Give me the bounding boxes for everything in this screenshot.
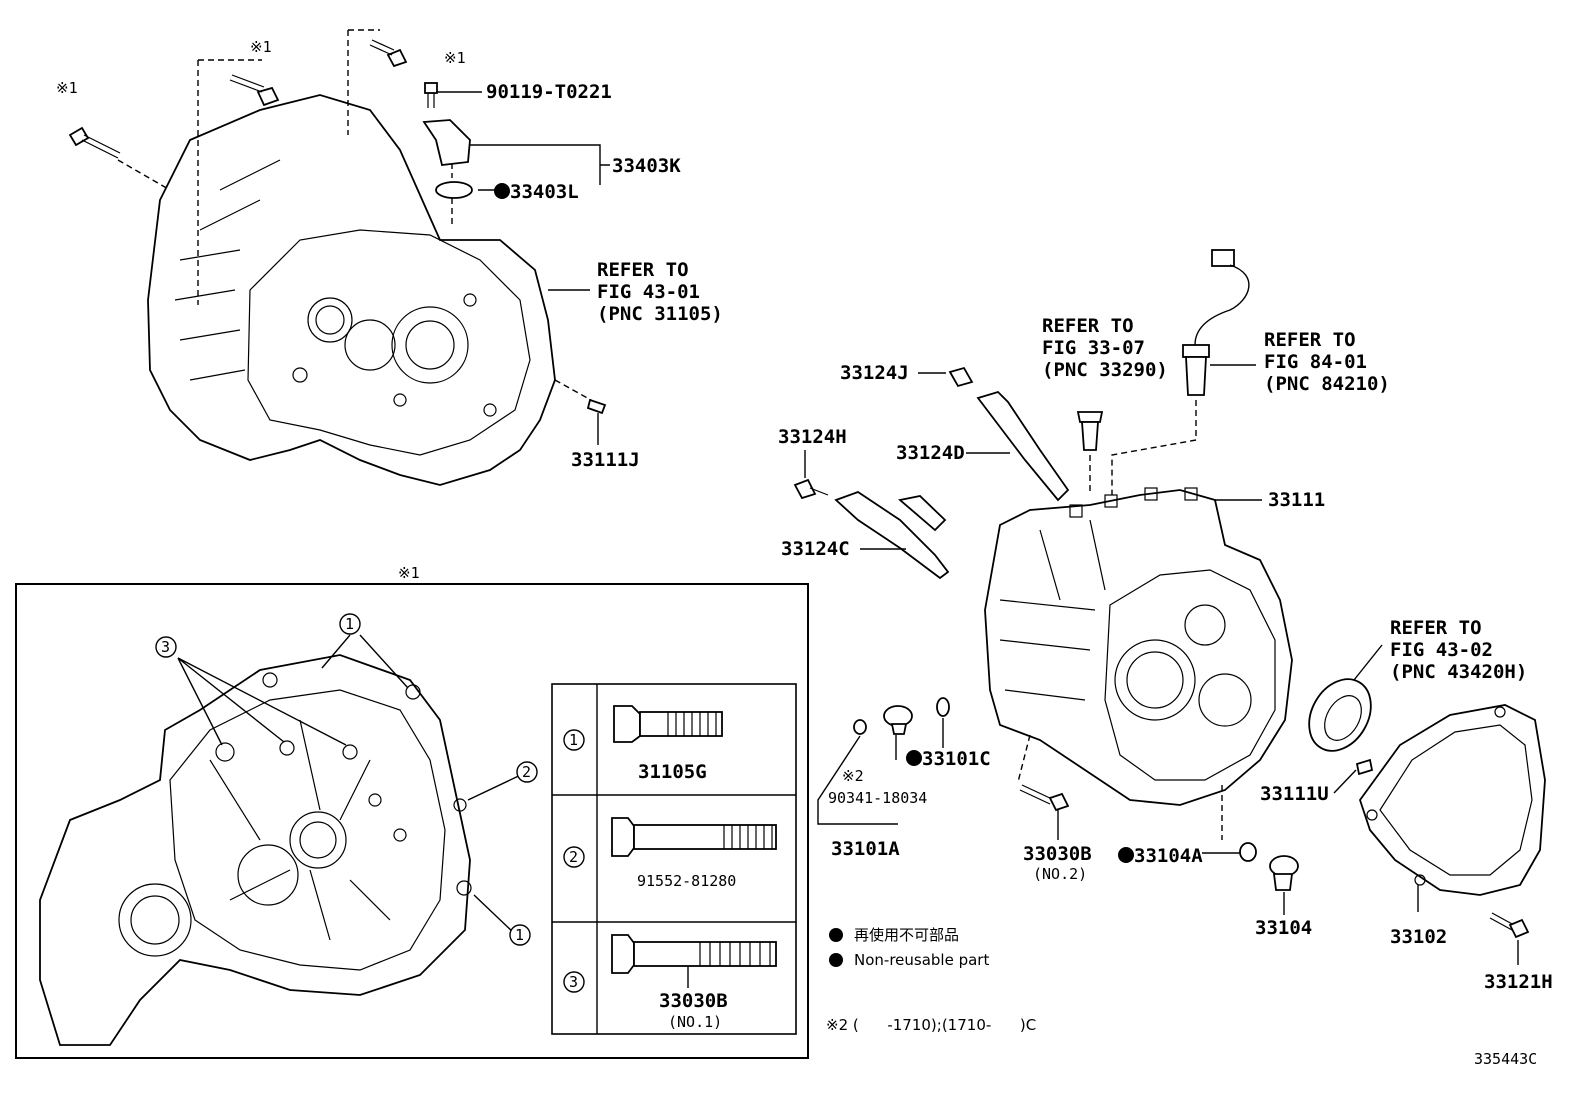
callout-3: 3 [155,636,177,658]
drain-plug [883,705,913,735]
bolt-icon [68,126,121,159]
part-label-33124H[interactable]: 33124H [778,426,847,448]
part-label-33104[interactable]: 33104 [1255,917,1312,939]
bracket-33124C [834,490,950,580]
part-label-33030B[interactable]: 33030B [1023,843,1092,865]
footnote: ※2 ( -1710);(1710- )C [826,1016,1036,1034]
part-label-33111U[interactable]: 33111U [1260,783,1329,805]
ref-line-3: (PNC 43420H) [1390,661,1527,683]
svg-text:2: 2 [522,763,531,781]
flange-bolt-icon [613,705,641,743]
svg-text:1: 1 [345,615,354,633]
part-label-33030B-no: (NO.2) [1033,865,1087,883]
row-part: 33030B [659,990,728,1012]
callout-1: 1 [339,613,361,635]
part-label-33124J[interactable]: 33124J [840,362,909,384]
speed-sensor [1182,249,1250,396]
oil-seal [1308,678,1372,752]
dowel-pin [1355,758,1374,776]
row-number: 3 [569,973,578,991]
gasket [853,719,867,735]
part-label-33403L[interactable]: 33403L [510,181,579,203]
shift-lever-bracket [422,119,471,166]
bolt-icon [424,82,438,108]
flange-bolt-icon [611,934,635,974]
part-label-33101C[interactable]: 33101C [922,748,991,770]
non-reusable-dot [906,750,922,766]
table-row: 2 91552-81280 [563,817,777,890]
non-reusable-dot [829,928,843,942]
legend-en: Non-reusable part [854,951,989,969]
bolt-icon [793,478,829,500]
callout-2: 2 [516,761,538,783]
part-label-90119-T0221[interactable]: 90119-T0221 [486,81,612,103]
ref-line-1: REFER TO [1042,315,1134,337]
bracket-33124D [976,390,1070,502]
inset-mark-1: ※1 [398,564,420,582]
non-reusable-dot [829,953,843,967]
plug [1269,855,1299,891]
bolt-icon [229,74,280,107]
ref-line-2: FIG 43-01 [597,281,700,303]
legend-jp: 再使用不可部品 [854,926,959,944]
row-sub: (NO.1) [668,1013,722,1031]
mark-1: ※1 [250,38,272,56]
inset-housing [39,654,472,1046]
transaxle-housing-front [147,94,556,486]
part-label-33101A[interactable]: 33101A [831,838,900,860]
row-part: 91552-81280 [637,872,736,890]
inset-frame [15,583,809,1059]
gasket [1239,842,1257,862]
part-label-33124C[interactable]: 33124C [781,538,850,560]
bolt-icon [1489,912,1530,939]
transaxle-case-cover [1358,704,1546,896]
part-label-33124D[interactable]: 33124D [896,442,965,464]
non-reusable-dot [1118,847,1134,863]
flange-bolt-icon [611,817,635,857]
part-label-33121H[interactable]: 33121H [1484,971,1553,993]
part-label-33111[interactable]: 33111 [1268,489,1325,511]
part-label-33403K[interactable]: 33403K [612,155,681,177]
gasket [936,697,950,717]
ref-line-1: REFER TO [597,259,689,281]
ref-line-3: (PNC 31105) [597,303,723,325]
table-row: 3 33030B (NO.1) [563,934,777,1031]
bolt-icon [369,39,408,68]
part-label-33102[interactable]: 33102 [1390,926,1447,948]
svg-text:3: 3 [161,638,170,656]
ref-line-1: REFER TO [1390,617,1482,639]
part-label-90341-18034[interactable]: 90341-18034 [828,789,927,807]
transaxle-case [984,487,1293,806]
figure-code: 335443C [1474,1050,1537,1068]
bolt-icon [948,366,974,388]
ref-line-2: FIG 43-02 [1390,639,1493,661]
bolt-icon [1019,784,1070,812]
mark-2: ※2 [842,767,864,785]
row-part: 31105G [638,761,707,783]
o-ring [435,181,473,199]
mark-1: ※1 [444,49,466,67]
row-number: 1 [569,731,578,749]
ref-line-1: REFER TO [1264,329,1356,351]
non-reusable-dot [494,183,510,199]
legend: 再使用不可部品 Non-reusable part [829,926,989,969]
ref-line-3: (PNC 33290) [1042,359,1168,381]
ref-line-2: FIG 33-07 [1042,337,1145,359]
svg-text:1: 1 [515,926,524,944]
reverse-switch [1076,411,1104,451]
part-label-33104A[interactable]: 33104A [1134,845,1203,867]
callout-1: 1 [509,924,531,946]
row-number: 2 [569,848,578,866]
bolt-table [551,683,797,1035]
ref-line-3: (PNC 84210) [1264,373,1390,395]
ref-line-2: FIG 84-01 [1264,351,1367,373]
part-label-33111J[interactable]: 33111J [571,449,640,471]
table-row: 1 31105G [563,705,723,783]
dowel-pin [586,398,607,415]
mark-1: ※1 [56,79,78,97]
